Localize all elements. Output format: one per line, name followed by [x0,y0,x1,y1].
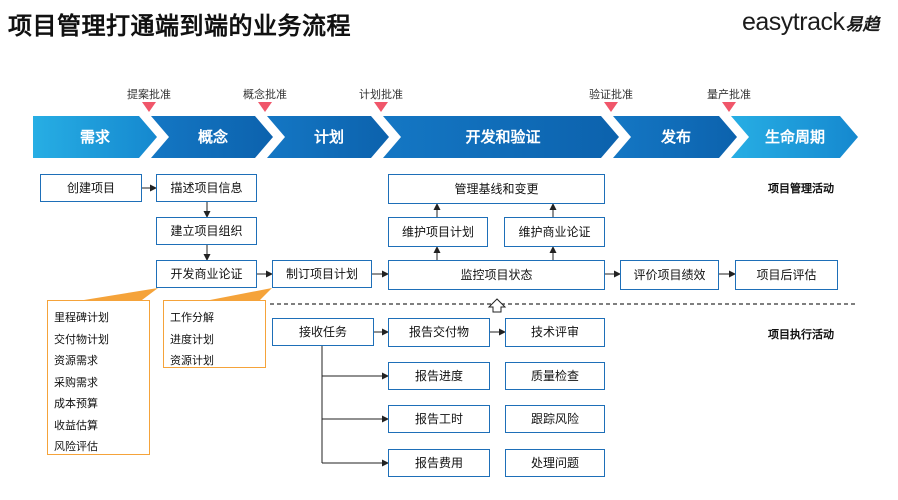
milestone-marker-verify [604,102,618,112]
phase-chevron-lifecycle [731,116,858,158]
box-report-deliverable: 报告交付物 [388,318,490,347]
milestone-marker-proposal [142,102,156,112]
box-handle-issue: 处理问题 [505,449,605,477]
box-baseline-change: 管理基线和变更 [388,174,605,204]
box-post-evaluation: 项目后评估 [735,260,838,290]
list-item: 里程碑计划 [54,311,109,324]
list-item: 风险评估 [54,440,98,453]
list-item: 资源计划 [170,354,214,367]
list-item: 交付物计划 [54,332,109,346]
phase-chevron-concept [151,116,273,158]
box-quality-check: 质量检查 [505,362,605,390]
callout-wedge-business-case [84,288,158,300]
milestone-label-proposal: 提案批准 [127,88,171,101]
phase-chevron-release [613,116,737,158]
phase-label-dev-verify: 开发和验证 [465,128,541,146]
milestone-label-production: 量产批准 [707,88,751,101]
box-build-org: 建立项目组织 [156,217,257,245]
list-item: 进度计划 [170,332,214,346]
section-label-management: 项目管理活动 [768,182,834,195]
box-business-case: 开发商业论证 [156,260,257,288]
box-describe-info: 描述项目信息 [156,174,257,202]
box-create-project: 创建项目 [40,174,142,202]
phase-label-requirement: 需求 [79,128,110,146]
box-report-hours: 报告工时 [388,405,490,433]
phase-chevron-plan [267,116,389,158]
callout-business-case-items: 里程碑计划 交付物计划 资源需求 采购需求 成本预算 收益估算 风险评估 [47,300,150,455]
list-item: 成本预算 [54,397,98,410]
milestone-marker-production [722,102,736,112]
callout-plan-items: 工作分解 进度计划 资源计划 [163,300,266,368]
list-item: 工作分解 [170,311,214,324]
brand-cn-name: 易趋 [845,15,880,35]
brand-name: easytrack [742,8,845,36]
box-monitor-status: 监控项目状态 [388,260,605,290]
box-tech-review: 技术评审 [505,318,605,347]
list-item: 收益估算 [54,418,98,432]
page-title: 项目管理打通端到端的业务流程 [8,12,351,40]
phase-chevron-requirement [33,116,157,158]
box-maintain-plan: 维护项目计划 [388,217,488,247]
box-track-risk: 跟踪风险 [505,405,605,433]
box-maintain-case: 维护商业论证 [504,217,605,247]
box-report-cost: 报告费用 [388,449,490,477]
callout-wedge-plan [210,288,272,300]
box-report-progress: 报告进度 [388,362,490,390]
box-evaluate-performance: 评价项目绩效 [620,260,719,290]
milestone-marker-concept [258,102,272,112]
milestone-label-verify: 验证批准 [589,88,633,101]
feedback-up-arrow [487,298,507,313]
phase-chevron-dev-verify [383,116,619,158]
brand-logo: easytrack易趋 [742,8,879,38]
phase-label-plan: 计划 [313,128,344,146]
milestone-label-concept: 概念批准 [243,88,287,101]
milestone-label-plan: 计划批准 [359,88,403,101]
box-receive-task: 接收任务 [272,318,374,346]
box-make-plan: 制订项目计划 [272,260,372,288]
list-item: 资源需求 [54,354,98,367]
list-item: 采购需求 [54,375,98,389]
section-label-execution: 项目执行活动 [768,328,834,341]
milestone-marker-plan [374,102,388,112]
phase-label-release: 发布 [660,128,691,146]
phase-label-lifecycle: 生命周期 [764,128,825,146]
phase-label-concept: 概念 [197,128,228,146]
